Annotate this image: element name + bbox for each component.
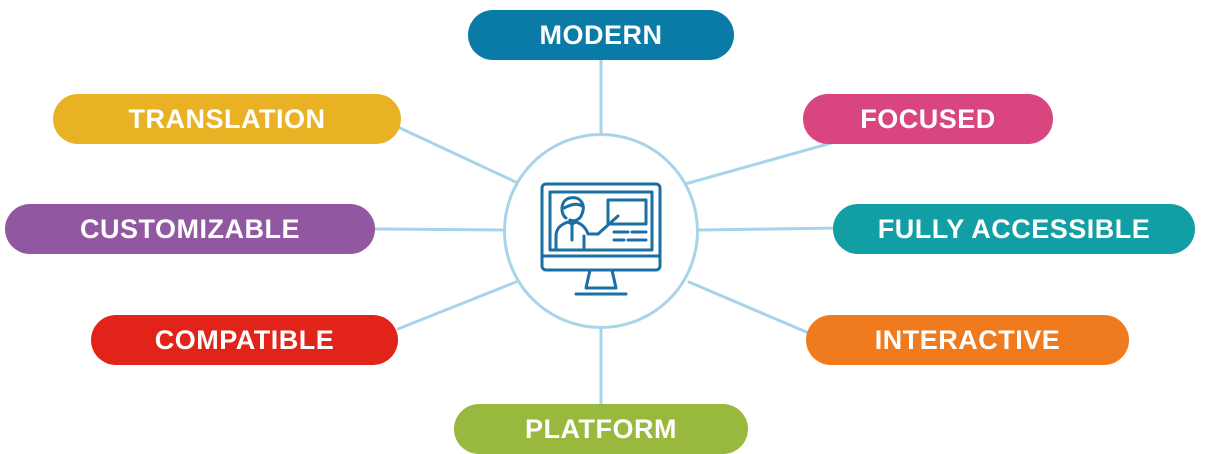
feature-label-modern: MODERN (539, 19, 663, 50)
connector-translation (398, 126, 522, 186)
feature-label-platform: PLATFORM (525, 413, 677, 444)
feature-pill-focused: FOCUSED (803, 94, 1053, 144)
feature-label-translation: TRANSLATION (128, 103, 326, 134)
feature-label-customizable: CUSTOMIZABLE (80, 213, 300, 244)
connector-fully-accessible (695, 226, 847, 232)
connector-interactive (687, 280, 827, 342)
feature-pill-fully-accessible: FULLY ACCESSIBLE (833, 204, 1195, 254)
connector-customizable (372, 227, 507, 232)
feature-pill-modern: MODERN (468, 10, 734, 60)
connector-compatible (396, 280, 518, 331)
feature-pill-compatible: COMPATIBLE (91, 315, 398, 365)
feature-pill-customizable: CUSTOMIZABLE (5, 204, 375, 254)
feature-label-focused: FOCUSED (860, 103, 996, 134)
feature-label-interactive: INTERACTIVE (874, 324, 1061, 355)
feature-label-compatible: COMPATIBLE (154, 324, 335, 355)
feature-pill-platform: PLATFORM (454, 404, 748, 454)
connector-focused (683, 140, 837, 186)
feature-label-fully-accessible: FULLY ACCESSIBLE (877, 213, 1151, 244)
feature-pill-translation: TRANSLATION (53, 94, 401, 144)
feature-pill-interactive: INTERACTIVE (806, 315, 1129, 365)
computer-teacher-presentation-icon (540, 182, 662, 296)
